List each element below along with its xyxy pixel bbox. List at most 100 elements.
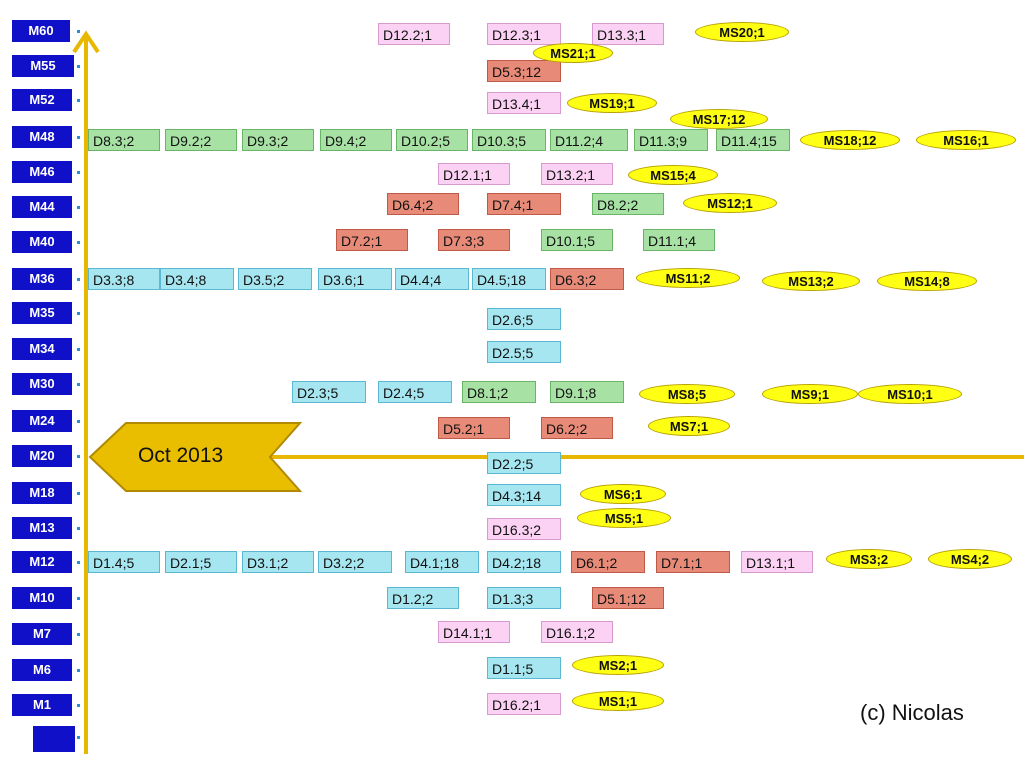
deliverable-box: D7.2;1	[336, 229, 408, 251]
month-tick	[77, 455, 80, 458]
deliverable-box: D9.3;2	[242, 129, 314, 151]
milestone-ellipse: MS15;4	[628, 165, 718, 185]
deliverable-box: D2.1;5	[165, 551, 237, 573]
deliverable-box: D1.2;2	[387, 587, 459, 609]
deliverable-box: D11.4;15	[716, 129, 790, 151]
milestone-ellipse: MS19;1	[567, 93, 657, 113]
month-label-m52: M52	[12, 89, 72, 111]
deliverable-box: D3.4;8	[160, 268, 234, 290]
deliverable-box: D14.1;1	[438, 621, 510, 643]
milestone-ellipse: MS5;1	[577, 508, 671, 528]
deliverable-box: D16.3;2	[487, 518, 561, 540]
deliverable-box: D3.5;2	[238, 268, 312, 290]
deliverable-box: D4.4;4	[395, 268, 469, 290]
deliverable-box: D5.2;1	[438, 417, 510, 439]
deliverable-box: D2.5;5	[487, 341, 561, 363]
month-label-m6: M6	[12, 659, 72, 681]
milestone-ellipse: MS2;1	[572, 655, 664, 675]
month-label-m24: M24	[12, 410, 72, 432]
deliverable-box: D3.2;2	[318, 551, 392, 573]
deliverable-box: D7.3;3	[438, 229, 510, 251]
deliverable-box: D13.3;1	[592, 23, 664, 45]
month-label-m34: M34	[12, 338, 72, 360]
deliverable-box: D12.2;1	[378, 23, 450, 45]
month-tick	[77, 633, 80, 636]
deliverable-box: D4.2;18	[487, 551, 561, 573]
month-tick	[77, 348, 80, 351]
milestone-ellipse: MS6;1	[580, 484, 666, 504]
deliverable-box: D16.1;2	[541, 621, 613, 643]
deliverable-box: D1.3;3	[487, 587, 561, 609]
month-tick	[77, 492, 80, 495]
milestone-ellipse: MS10;1	[858, 384, 962, 404]
deliverable-box: D4.3;14	[487, 484, 561, 506]
month-tick	[77, 30, 80, 33]
month-label-m10: M10	[12, 587, 72, 609]
milestone-ellipse: MS14;8	[877, 271, 977, 291]
milestone-ellipse: MS1;1	[572, 691, 664, 711]
month-label-m48: M48	[12, 126, 72, 148]
deliverable-box: D1.4;5	[88, 551, 160, 573]
deliverable-box: D10.1;5	[541, 229, 613, 251]
deliverable-box: D5.1;12	[592, 587, 664, 609]
month-label-blank	[33, 726, 75, 752]
month-label-m7: M7	[12, 623, 72, 645]
current-date-line	[270, 455, 1024, 459]
deliverable-box: D6.4;2	[387, 193, 459, 215]
month-label-m13: M13	[12, 517, 72, 539]
month-label-m60: M60	[12, 20, 70, 42]
milestone-ellipse: MS3;2	[826, 549, 912, 569]
month-label-m36: M36	[12, 268, 72, 290]
deliverable-box: D8.2;2	[592, 193, 664, 215]
month-tick	[77, 383, 80, 386]
deliverable-box: D12.3;1	[487, 23, 561, 45]
now-marker-label: Oct 2013	[138, 444, 224, 467]
deliverable-box: D6.1;2	[571, 551, 645, 573]
deliverable-box: D13.2;1	[541, 163, 613, 185]
deliverable-box: D4.1;18	[405, 551, 479, 573]
milestone-ellipse: MS11;2	[636, 268, 740, 288]
deliverable-box: D13.1;1	[741, 551, 813, 573]
month-label-m44: M44	[12, 196, 72, 218]
month-label-m40: M40	[12, 231, 72, 253]
milestone-ellipse: MS16;1	[916, 130, 1016, 150]
deliverable-box: D3.3;8	[88, 268, 160, 290]
month-label-m12: M12	[12, 551, 72, 573]
deliverable-box: D3.1;2	[242, 551, 314, 573]
deliverable-box: D6.2;2	[541, 417, 613, 439]
month-tick	[77, 736, 80, 739]
deliverable-box: D9.1;8	[550, 381, 624, 403]
deliverable-box: D10.3;5	[472, 129, 546, 151]
deliverable-box: D11.2;4	[550, 129, 628, 151]
month-tick	[77, 669, 80, 672]
deliverable-box: D2.4;5	[378, 381, 452, 403]
deliverable-box: D8.3;2	[88, 129, 160, 151]
month-tick	[77, 278, 80, 281]
deliverable-box: D4.5;18	[472, 268, 546, 290]
month-label-m18: M18	[12, 482, 72, 504]
deliverable-box: D6.3;2	[550, 268, 624, 290]
month-tick	[77, 99, 80, 102]
deliverable-box: D10.2;5	[396, 129, 468, 151]
deliverable-box: D1.1;5	[487, 657, 561, 679]
month-tick	[77, 704, 80, 707]
deliverable-box: D7.4;1	[487, 193, 561, 215]
timeline-axis	[84, 38, 88, 754]
deliverable-box: D11.1;4	[643, 229, 715, 251]
now-marker-shape	[88, 422, 303, 492]
deliverable-box: D9.2;2	[165, 129, 237, 151]
milestone-ellipse: MS12;1	[683, 193, 777, 213]
milestone-ellipse: MS21;1	[533, 43, 613, 63]
milestone-ellipse: MS20;1	[695, 22, 789, 42]
month-tick	[77, 597, 80, 600]
month-tick	[77, 561, 80, 564]
month-label-m46: M46	[12, 161, 72, 183]
month-tick	[77, 527, 80, 530]
milestone-ellipse: MS4;2	[928, 549, 1012, 569]
month-tick	[77, 241, 80, 244]
deliverable-box: D7.1;1	[656, 551, 730, 573]
milestone-ellipse: MS8;5	[639, 384, 735, 404]
copyright-text: (c) Nicolas	[860, 700, 964, 725]
month-tick	[77, 65, 80, 68]
